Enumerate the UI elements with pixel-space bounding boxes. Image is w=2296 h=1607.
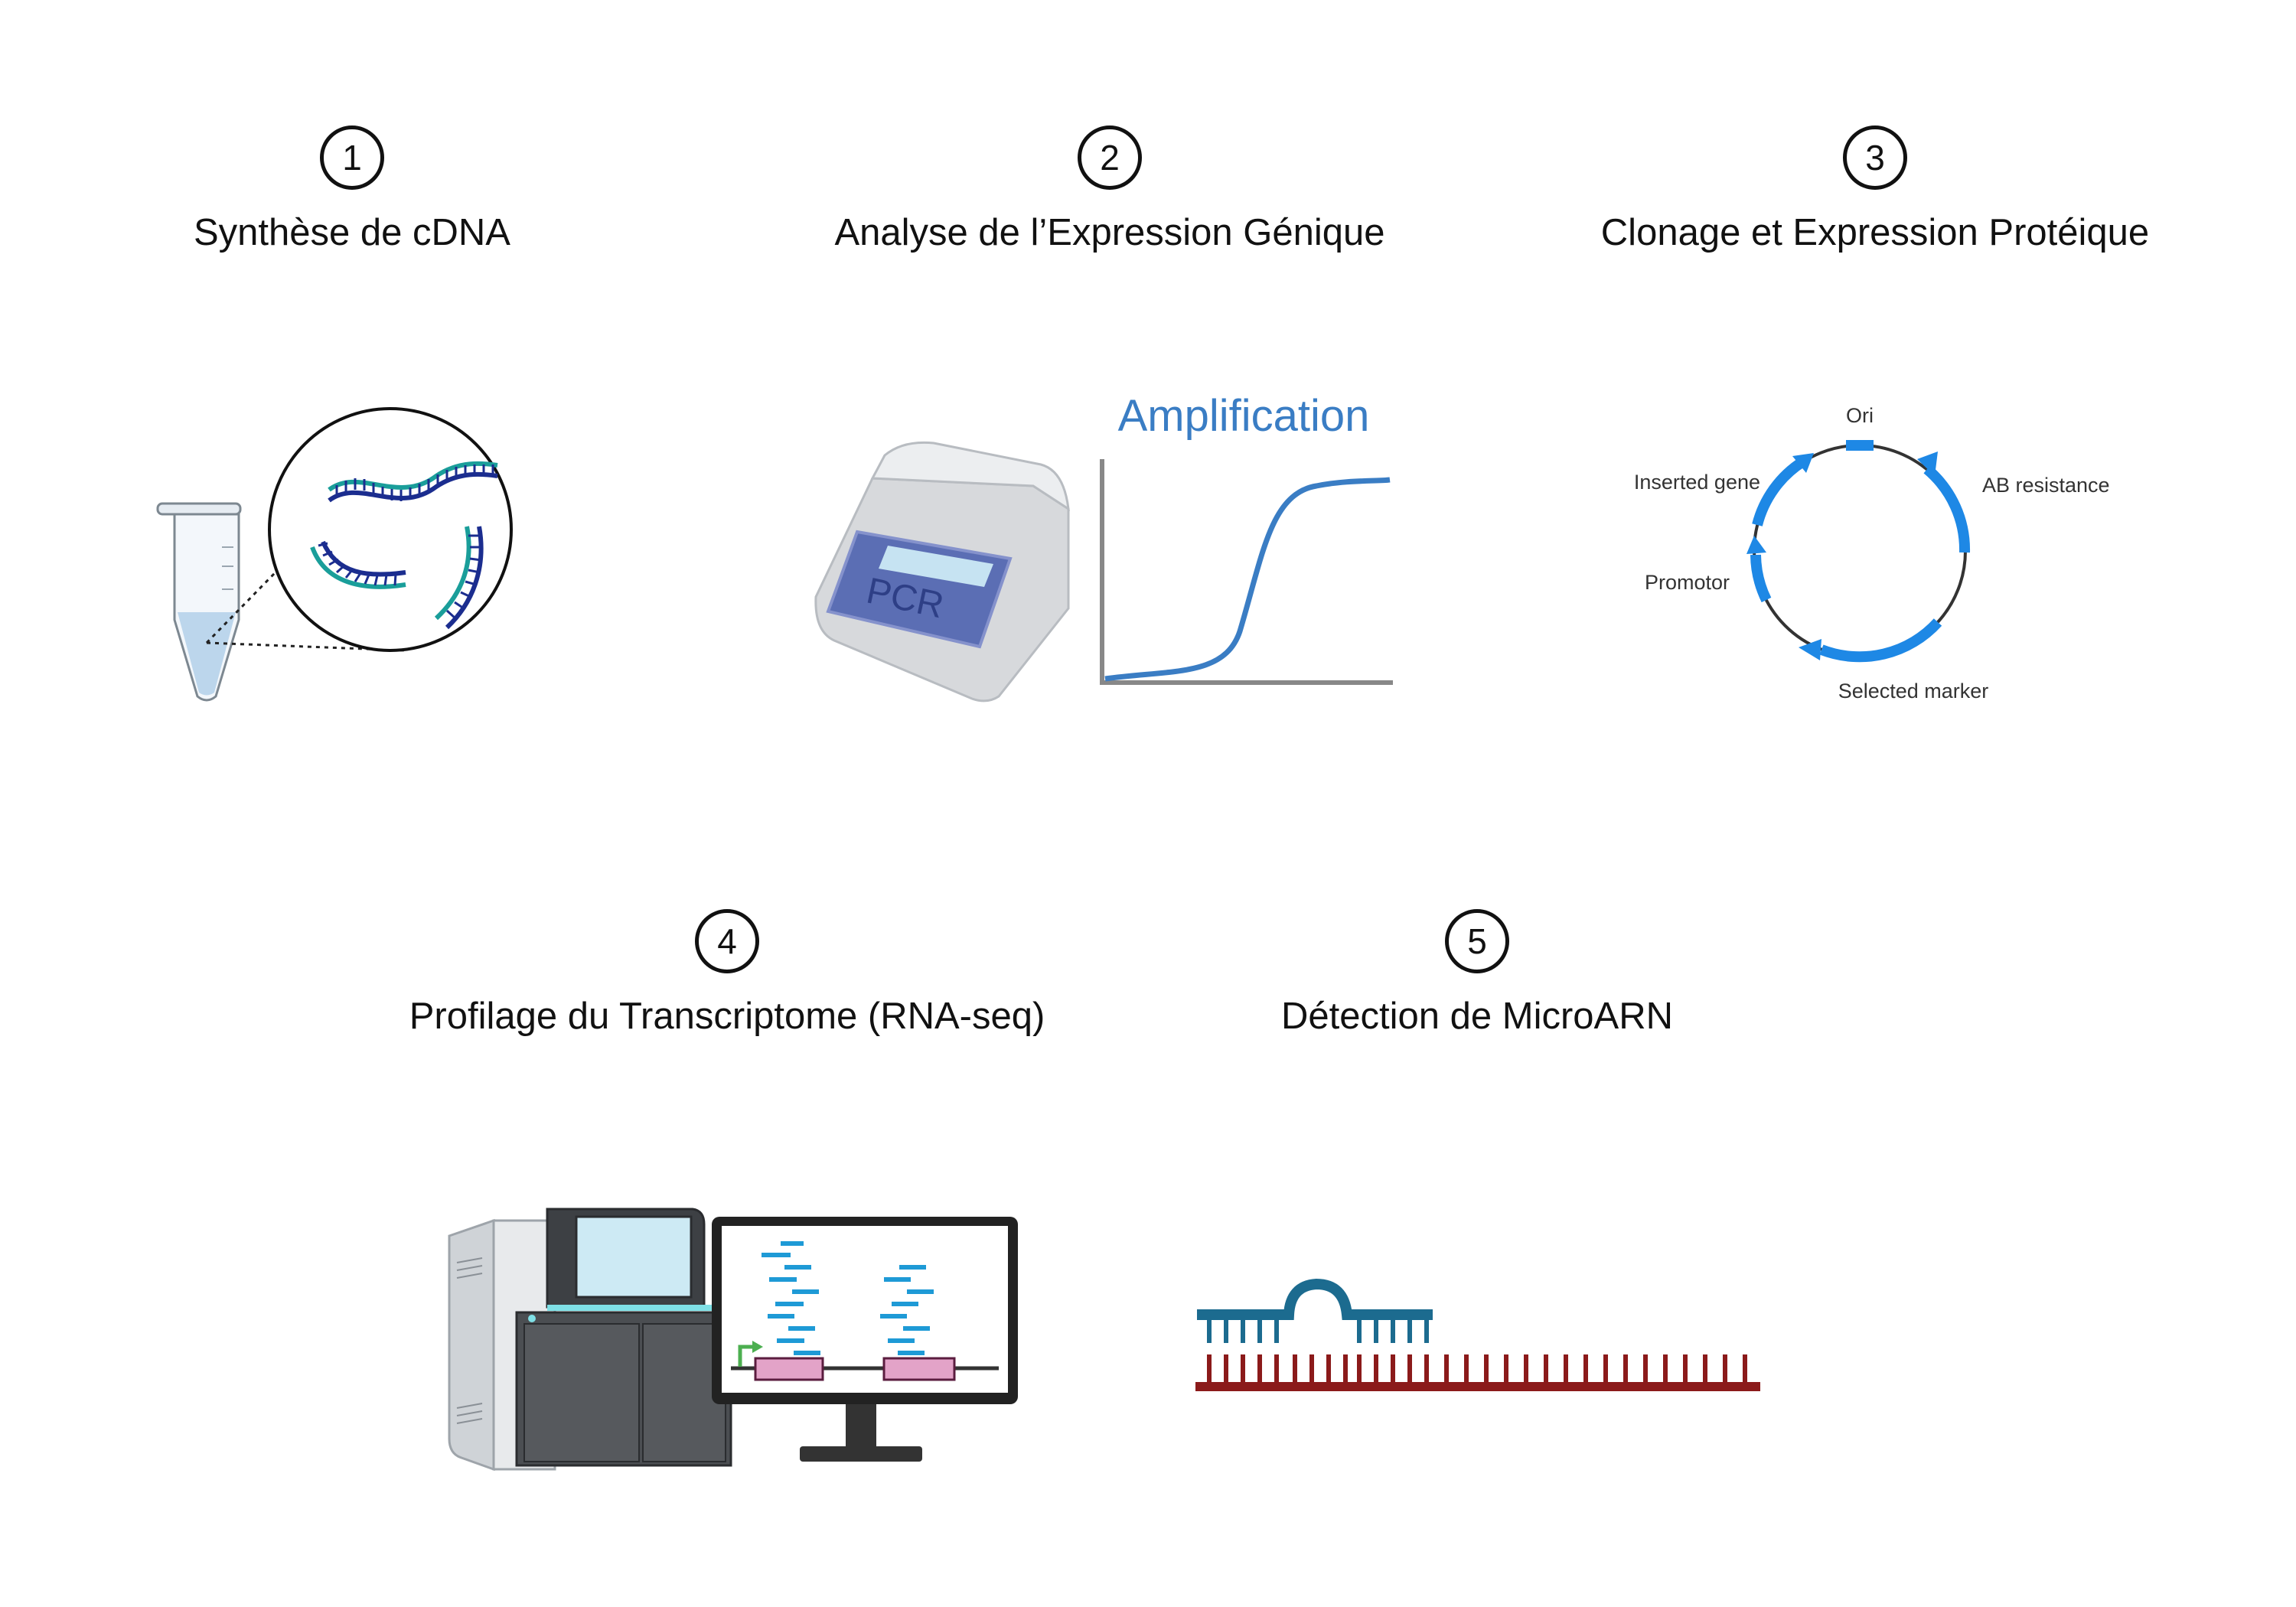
- step-number-4: 4: [695, 909, 759, 973]
- ab-resistance-feature: [1923, 464, 1971, 553]
- step-title-5: Détection de MicroARN: [1281, 996, 1673, 1037]
- step-number-3: 3: [1843, 125, 1907, 190]
- ori-label: Ori: [1846, 404, 1874, 427]
- ab-resistance-label: AB resistance: [1982, 474, 2110, 497]
- step-title-2: Analyse de l’Expression Génique: [834, 212, 1385, 253]
- amplification-chart: Amplification: [1100, 394, 1393, 685]
- pcr-machine-icon: PCR: [814, 441, 1070, 702]
- step-4: 4 Profilage du Transcriptome (RNA-seq): [375, 909, 1079, 1038]
- step-number-2: 2: [1078, 125, 1142, 190]
- amplification-title: Amplification: [1118, 394, 1370, 441]
- selected-marker-feature: [1819, 618, 1942, 663]
- cdna-synthesis-illustration: [156, 407, 513, 702]
- mirna-probe-icon: [1197, 1278, 1433, 1343]
- microrna-detection-illustration: [1195, 1278, 1760, 1391]
- step-number-5: 5: [1445, 909, 1509, 973]
- selected-marker-label: Selected marker: [1838, 680, 1989, 702]
- step-5: 5 Détection de MicroARN: [1209, 909, 1745, 1038]
- step-title-1: Synthèse de cDNA: [194, 212, 510, 253]
- step-title-3: Clonage et Expression Protéique: [1600, 212, 2150, 253]
- step-title-4: Profilage du Transcriptome (RNA-seq): [409, 996, 1045, 1037]
- magnified-rna-strands-icon: [268, 407, 513, 652]
- microcentrifuge-tube-icon: [156, 502, 242, 702]
- step-number-1: 1: [320, 125, 384, 190]
- promotor-feature: [1750, 554, 1772, 603]
- inserted-gene-label: Inserted gene: [1634, 471, 1760, 494]
- target-rna-icon: [1195, 1354, 1760, 1391]
- monitor-icon: [712, 1217, 1018, 1462]
- step-3: 3 Clonage et Expression Protéique: [1561, 125, 2189, 254]
- gene-expression-illustration: PCR Amplification: [814, 394, 1393, 702]
- step-1: 1 Synthèse de cDNA: [161, 125, 543, 254]
- promotor-label: Promotor: [1645, 571, 1730, 594]
- sequencer-icon: [448, 1208, 732, 1472]
- plasmid-map: Ori AB resistance Inserted gene Promotor…: [1634, 404, 2110, 702]
- ori-feature: [1846, 440, 1874, 451]
- step-2: 2 Analyse de l’Expression Génique: [788, 125, 1431, 254]
- rna-seq-illustration: [448, 1208, 1018, 1472]
- inserted-gene-feature: [1752, 457, 1806, 526]
- amplification-curve: [1104, 477, 1391, 682]
